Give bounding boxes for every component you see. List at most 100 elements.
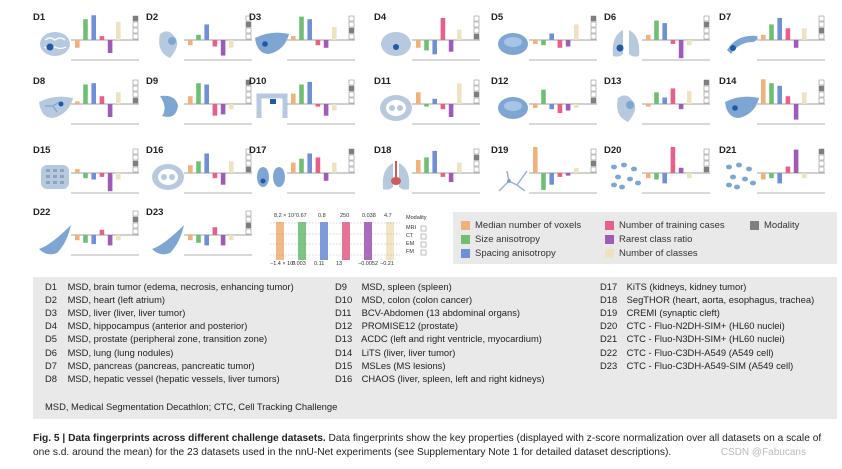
dataset-row-d11: D11 BCV-Abdomen (13 abdominal organs) <box>335 307 520 318</box>
legend-swatch <box>605 249 614 258</box>
fp-bar-4 <box>670 40 676 44</box>
fp-bar-3 <box>662 173 667 184</box>
fp-bar-5 <box>678 40 684 59</box>
fp-modality-square <box>245 216 252 223</box>
fp-modality-square <box>473 85 480 92</box>
fp-bar-5 <box>678 104 684 110</box>
dataset-row-d8: D8 MSD, hepatic vessel (hepatic vessels,… <box>45 373 280 384</box>
dataset-row-d21: D21 CTC - Fluo-N3DH-SIM+ (HL60 nuclei) <box>600 333 785 344</box>
fp-bar-2 <box>541 173 546 190</box>
example-bar-3 <box>320 222 328 260</box>
organ-cell-shape-icon <box>39 225 71 255</box>
dataset-row-d5: D5 MSD, prostate (peripheral zone, trans… <box>45 333 267 344</box>
dataset-row-d22: D22 CTC - Fluo-C3DH-A549 (A549 cell) <box>600 347 774 358</box>
fingerprint-label: D10 <box>249 76 267 87</box>
dataset-description: MSD, hippocampus (anterior and posterior… <box>65 320 248 332</box>
dataset-id: D15 <box>335 359 353 371</box>
fp-bar-2 <box>769 24 774 40</box>
dataset-description: BCV-Abdomen (13 abdominal organs) <box>359 307 521 319</box>
fp-bar-5 <box>107 40 113 53</box>
fp-bar-2 <box>196 34 201 40</box>
organ-kidney-icon <box>257 167 285 187</box>
fingerprint-label: D11 <box>374 76 391 87</box>
fp-modality-square <box>245 222 252 229</box>
fp-modality-square <box>132 33 139 40</box>
fingerprint-label: D12 <box>491 76 509 87</box>
fp-bar-5 <box>448 173 454 183</box>
fp-modality-square <box>818 97 825 104</box>
fingerprint-label: D19 <box>491 145 509 156</box>
fp-bar-2 <box>654 20 659 40</box>
fingerprint-cell-d21: D21 <box>719 145 837 209</box>
fingerprint-chart <box>71 79 139 125</box>
fp-bar-2 <box>424 40 429 51</box>
fp-bar-4 <box>315 104 321 107</box>
fp-bar-3 <box>549 173 554 185</box>
example-modality-square <box>420 233 427 240</box>
fp-modality-square <box>473 15 480 22</box>
fingerprint-cell-d14: D14 <box>719 76 837 140</box>
fp-modality-square <box>348 148 355 155</box>
fp-modality-square <box>703 148 710 155</box>
dataset-row-d6: D6 MSD, lung (lung nodules) <box>45 347 173 358</box>
organ-illustration <box>152 164 184 190</box>
fp-bar-4 <box>785 96 791 104</box>
fingerprint-label: D4 <box>374 12 387 23</box>
fp-bar-4 <box>670 88 676 104</box>
fp-bar-4 <box>99 229 105 235</box>
fp-modality-square <box>703 154 710 161</box>
dataset-description: CREMI (synaptic cleft) <box>624 307 720 319</box>
dataset-id: D3 <box>45 307 57 319</box>
fp-modality-square <box>245 85 252 92</box>
fingerprint-label: D13 <box>604 76 622 87</box>
fingerprint-cell-d13: D13 <box>604 76 722 140</box>
legend-swatch <box>461 235 470 244</box>
fp-modality-square <box>590 91 597 98</box>
fp-modality-square <box>348 15 355 22</box>
example-modality-mri: MRI <box>406 225 417 231</box>
dataset-description: MSD, brain tumor (edema, necrosis, enhan… <box>65 281 294 292</box>
fp-bar-6 <box>116 21 121 40</box>
example-bar-5 <box>364 222 372 260</box>
fp-modality-square <box>703 160 710 167</box>
dataset-id: D22 <box>600 346 618 358</box>
fp-bar-4 <box>557 40 563 48</box>
dataset-description: MSD, heart (left atrium) <box>65 294 166 306</box>
dataset-description: SegTHOR (heart, aorta, esophagus, trache… <box>624 294 815 306</box>
fingerprint-cell-d8: D8 <box>33 76 151 140</box>
dataset-id: D21 <box>600 333 618 345</box>
fingerprint-chart <box>642 79 710 125</box>
fingerprint-label: D17 <box>249 145 267 156</box>
fp-bar-2 <box>83 173 88 179</box>
figure-caption: Fig. 5 | Data fingerprints across differ… <box>33 432 839 460</box>
legend-item: Rarest class ratio <box>605 234 692 245</box>
organ-ms-icon <box>41 165 69 189</box>
fp-modality-square <box>348 21 355 28</box>
fp-bar-1 <box>291 36 296 40</box>
fingerprint-label: D22 <box>33 207 51 218</box>
example-min-value: 13 <box>336 261 343 267</box>
dataset-row-d1: D1 MSD, brain tumor (edema, necrosis, en… <box>45 281 294 292</box>
dataset-row-d9: D9 MSD, spleen (spleen) <box>335 281 452 292</box>
example-modality-square <box>420 225 427 232</box>
fp-bar-3 <box>91 15 96 41</box>
dataset-id: D8 <box>45 372 57 384</box>
fp-bar-5 <box>323 40 329 48</box>
organ-illustration <box>382 161 410 190</box>
fp-modality-square <box>245 33 252 40</box>
fp-modality-square <box>132 97 139 104</box>
fingerprint-cell-d23: D23 <box>146 207 264 271</box>
fp-bar-2 <box>83 19 88 40</box>
dataset-id: D11 <box>335 307 352 319</box>
legend-label: Size anisotropy <box>475 234 540 245</box>
fp-modality-square <box>590 33 597 40</box>
fp-bar-4 <box>785 166 791 173</box>
fp-bar-4 <box>212 173 218 179</box>
dataset-row-d13: D13 ACDC (left and right ventricle, myoc… <box>335 333 542 344</box>
fp-bar-5 <box>448 40 454 52</box>
example-min-value: −1.4 × 10⁶ <box>270 261 296 267</box>
fingerprint-chart <box>184 15 252 61</box>
dataset-description: MSD, spleen (spleen) <box>359 281 452 292</box>
